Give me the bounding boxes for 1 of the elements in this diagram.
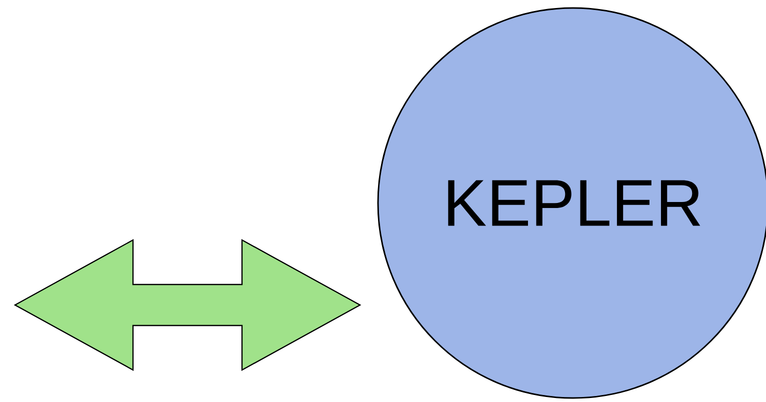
circle-node: KEPLER xyxy=(377,7,766,399)
